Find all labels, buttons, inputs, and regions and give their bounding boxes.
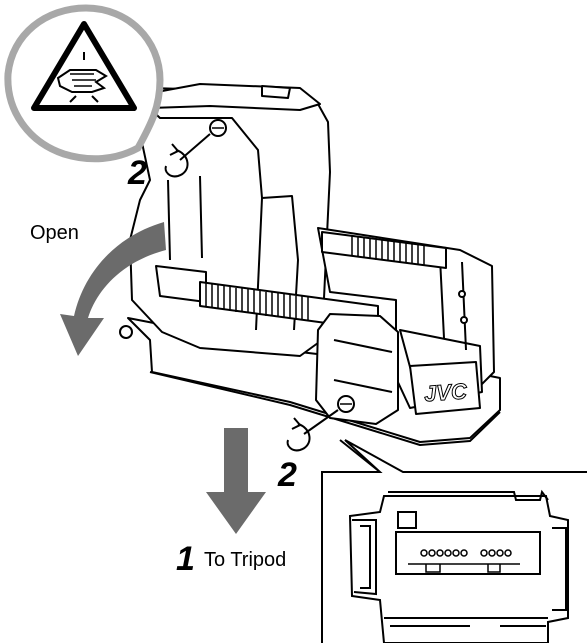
rod-rear — [321, 231, 447, 269]
inset-bottom-feet — [384, 617, 548, 627]
hand-pinch-warning-icon — [31, 21, 137, 111]
clamp-bracket — [155, 265, 207, 303]
rotate-marks — [164, 133, 339, 452]
inset-left-ribs — [352, 519, 377, 596]
step-1-text: To Tripod — [204, 549, 287, 571]
step-1-number: 1 — [176, 540, 195, 578]
step-2-number-top: 2 — [128, 154, 147, 192]
inset-top-bar — [388, 489, 549, 501]
inset-connector-frame — [395, 531, 541, 575]
base-plate-edge — [149, 371, 501, 446]
rotate-arrow-bottom — [286, 423, 311, 452]
down-arrow — [206, 428, 266, 534]
inset-frame — [321, 439, 587, 643]
cradle-inner-edge — [439, 257, 467, 351]
tripod-adapter-body — [119, 83, 501, 446]
inset-square-tab — [397, 511, 417, 529]
rod-rear-spring — [351, 236, 425, 266]
mount-column-face — [144, 103, 263, 331]
detail-inset — [321, 439, 587, 643]
brand-logo: JVC — [423, 378, 469, 406]
rod-front-spring — [205, 283, 309, 321]
step-2-number-bottom: 2 — [278, 456, 297, 494]
inset-clips — [408, 563, 520, 573]
brand-plate — [409, 361, 481, 415]
inset-base-body — [348, 495, 569, 643]
side-knob — [119, 325, 133, 339]
mount-column-slot — [167, 175, 203, 261]
front-clamp-face — [333, 339, 393, 393]
cradle-hole-upper — [458, 290, 466, 298]
front-clamp — [315, 313, 399, 425]
warning-callout — [4, 4, 164, 163]
open-arrow — [60, 222, 166, 356]
inset-holes — [420, 549, 512, 557]
cradle-hole-lower — [460, 316, 468, 324]
inset-right-ribs — [552, 527, 567, 611]
top-plate-clip — [261, 85, 291, 99]
open-label: Open — [30, 222, 79, 244]
